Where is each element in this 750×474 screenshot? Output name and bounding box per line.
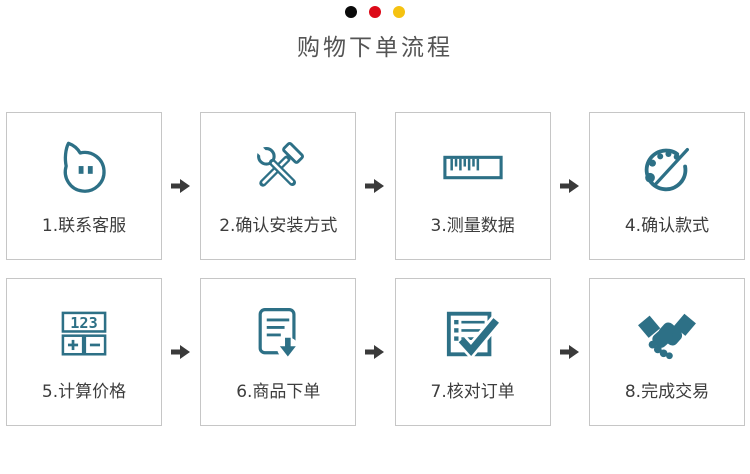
flow-row-2: 123 5.计算价格 — [6, 278, 745, 426]
black-dot-icon — [345, 6, 357, 18]
checklist-icon — [441, 302, 505, 366]
right-arrow-icon — [356, 112, 394, 260]
page-title: 购物下单流程 — [297, 35, 453, 61]
right-arrow-icon — [551, 278, 589, 426]
step-label: 8.完成交易 — [624, 382, 710, 402]
step-card-6: 6.商品下单 — [200, 278, 357, 426]
step-card-5: 123 5.计算价格 — [6, 278, 162, 426]
right-arrow-icon — [551, 112, 589, 260]
flow-row-1: 1.联系客服 — [6, 112, 745, 260]
step-label: 4.确认款式 — [624, 216, 710, 236]
right-arrow-icon — [162, 112, 200, 260]
step-label: 3.测量数据 — [430, 216, 515, 236]
chat-bubble-icon — [52, 136, 116, 200]
handshake-icon — [635, 302, 699, 366]
order-document-icon — [246, 302, 310, 366]
step-card-2: 2.确认安装方式 — [200, 112, 357, 260]
step-card-4: 4.确认款式 — [588, 112, 745, 260]
yellow-dot-icon — [393, 6, 405, 18]
calculator-icon: 123 — [52, 302, 116, 366]
step-label: 6.商品下单 — [236, 382, 321, 402]
step-label: 2.确认安装方式 — [219, 216, 338, 236]
step-card-8: 8.完成交易 — [588, 278, 745, 426]
step-card-3: 3.测量数据 — [394, 112, 551, 260]
tools-icon — [246, 136, 310, 200]
flow-grid: 1.联系客服 — [6, 112, 745, 426]
right-arrow-icon — [162, 278, 200, 426]
step-card-1: 1.联系客服 — [6, 112, 162, 260]
red-dot-icon — [369, 6, 381, 18]
calculator-digits: 123 — [70, 314, 97, 332]
decor-dots — [0, 6, 750, 18]
right-arrow-icon — [356, 278, 394, 426]
step-label: 1.联系客服 — [41, 216, 127, 236]
step-label: 7.核对订单 — [430, 382, 515, 402]
step-card-7: 7.核对订单 — [394, 278, 551, 426]
step-label: 5.计算价格 — [41, 382, 127, 402]
ruler-icon — [441, 136, 505, 200]
palette-icon — [635, 136, 699, 200]
